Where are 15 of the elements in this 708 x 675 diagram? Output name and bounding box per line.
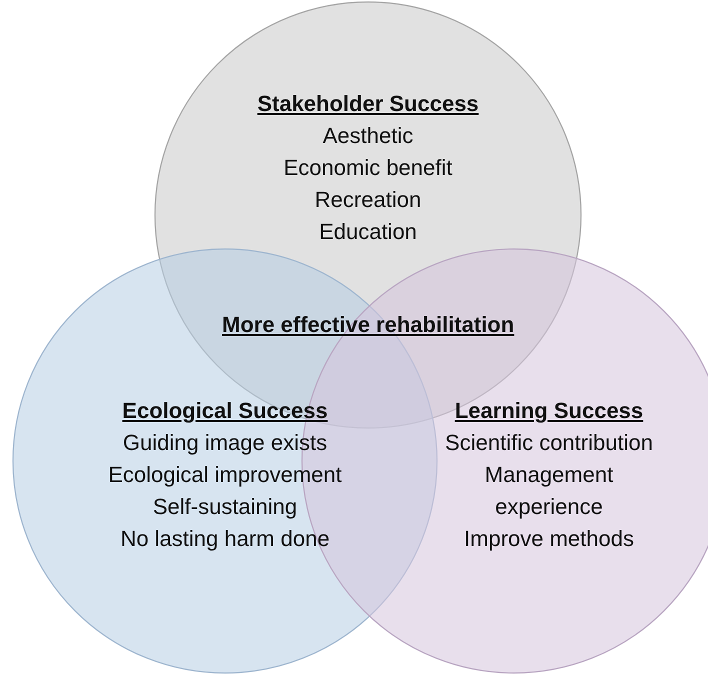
- circle-heading: Stakeholder Success: [257, 90, 479, 118]
- circle-heading: Ecological Success: [122, 397, 328, 425]
- list-item: Economic benefit: [284, 154, 452, 182]
- list-item: No lasting harm done: [120, 525, 330, 553]
- center-label: More effective rehabilitation: [222, 312, 514, 338]
- list-item: Education: [319, 218, 417, 246]
- list-item: Recreation: [314, 186, 422, 214]
- list-item: Improve methods: [464, 525, 634, 553]
- list-item: Aesthetic: [322, 122, 414, 150]
- list-item: Ecological improvement: [108, 461, 342, 489]
- circle-heading: Learning Success: [454, 397, 644, 425]
- list-item: Management experience: [484, 461, 614, 521]
- list-item: Scientific contribution: [445, 429, 653, 457]
- list-item: Guiding image exists: [122, 429, 328, 457]
- list-item: Self-sustaining: [152, 493, 298, 521]
